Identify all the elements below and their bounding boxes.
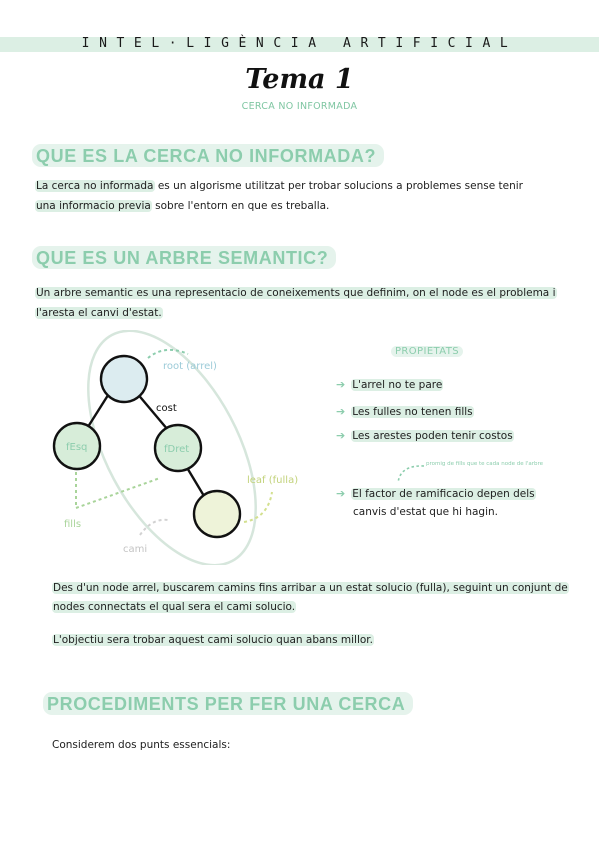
leaf-pointer [243, 491, 273, 523]
highlight-cerca: La cerca no informada [35, 180, 155, 192]
cami-pointer [139, 518, 169, 536]
label-leaf: leaf (fulla) [247, 475, 298, 486]
property-item: ➔Les fulles no tenen fills [336, 405, 474, 418]
label-fills: fills [64, 519, 81, 530]
label-right-child: fDret [164, 444, 189, 455]
highlight-informacio: una informacio previa [35, 200, 152, 212]
paragraph-procediments: Considerem dos punts essencials: [52, 739, 231, 751]
fills-pointer [75, 472, 161, 510]
tree-diagram: root (arrel) cost fEsq fDret leaf (fulla… [52, 330, 298, 565]
heading-cerca-no-informada: QUE ES LA CERCA NO INFORMADA? [32, 144, 385, 167]
right-child-node [153, 423, 203, 473]
properties-title: PROPIETATS [391, 346, 463, 357]
label-left-child: fEsq [66, 442, 87, 453]
label-root: root (arrel) [163, 361, 217, 372]
heading-procediments: PROCEDIMENTS PER FER UNA CERCA [43, 692, 414, 715]
subject-title: INTEL·LIGÈNCIA ARTIFICIAL [81, 36, 518, 51]
edge-root-right [135, 391, 169, 431]
arrow-right-icon: ➔ [336, 405, 346, 418]
subject-band [0, 37, 599, 52]
arrow-right-icon: ➔ [336, 378, 346, 391]
label-cami: cami [123, 544, 147, 555]
property-item: ➔Les arestes poden tenir costos [336, 429, 514, 442]
leaf-node [192, 489, 242, 539]
root-pointer [147, 348, 189, 359]
paragraph-arbre-semantic: Un arbre semantic es una representacio d… [35, 287, 557, 319]
left-child-node [52, 421, 102, 471]
page-title: Tema 1 [245, 64, 354, 95]
path-ellipse [87, 330, 257, 565]
branching-note: promig de fills que te cada node de l'ar… [426, 461, 544, 467]
arrow-right-icon: ➔ [336, 487, 346, 500]
heading-arbre-semantic: QUE ES UN ARBRE SEMANTIC? [32, 246, 337, 269]
edge-right-leaf [184, 465, 206, 497]
page-subtitle: CERCA NO INFORMADA [241, 101, 358, 112]
label-cost: cost [156, 403, 177, 414]
objective-paragraph: L'objectiu sera trobar aquest cami soluc… [52, 634, 374, 646]
root-node [99, 354, 149, 404]
branching-factor: ➔El factor de ramificacio depen dels can… [336, 487, 536, 518]
paragraph-cerca-no-informada: La cerca no informada es un algorisme ut… [35, 180, 523, 212]
edge-root-left [84, 391, 112, 431]
arrow-right-icon: ➔ [336, 429, 346, 442]
search-paragraph: Des d'un node arrel, buscarem camins fin… [52, 582, 569, 613]
property-item: ➔L'arrel no te pare [336, 378, 444, 391]
note-pointer [397, 465, 425, 484]
